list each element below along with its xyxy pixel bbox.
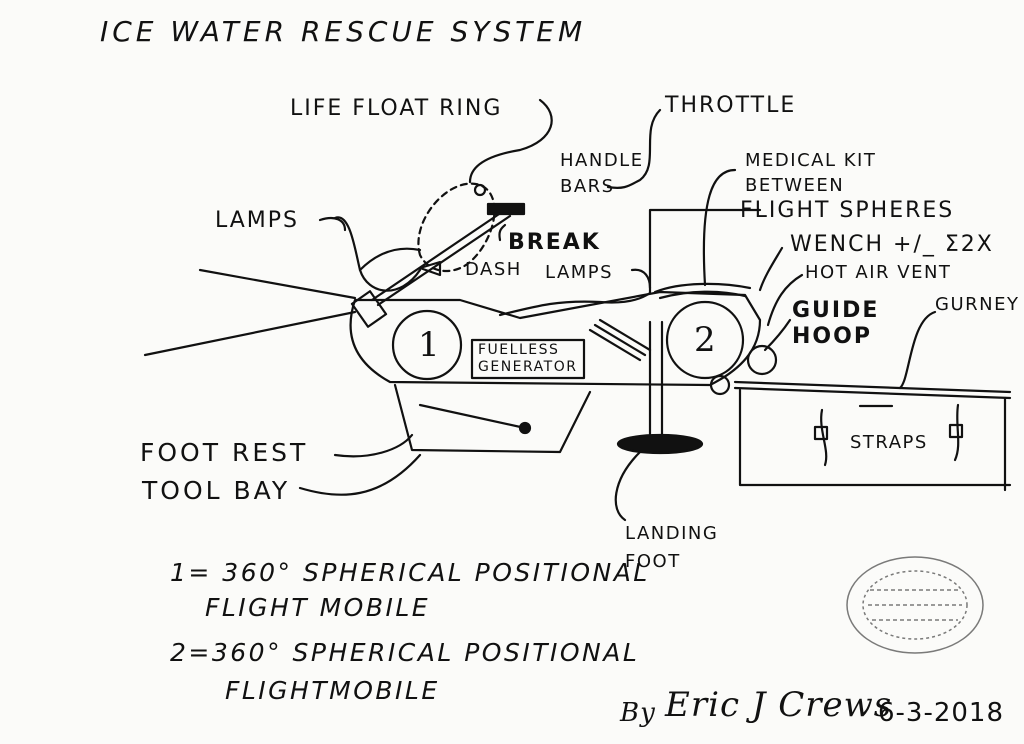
label-medical-kit-1: MEDICAL KIT xyxy=(745,150,877,171)
legend-line-1a: 1= 360° SPHERICAL POSITIONAL xyxy=(170,558,650,587)
dash xyxy=(418,260,442,277)
leader-hot-air xyxy=(766,273,804,327)
leader-break xyxy=(498,223,507,242)
label-lamps-rear: LAMPS xyxy=(545,262,614,283)
leader-wench xyxy=(758,246,784,292)
signature-name: Eric J Crews xyxy=(665,685,893,725)
landing-foot-pad xyxy=(616,433,704,455)
life-float-ring xyxy=(417,182,496,273)
leader-lamps-rear xyxy=(630,268,652,290)
gurney-rail xyxy=(733,380,1012,400)
label-wench: WENCH +/_ Σ2X xyxy=(790,232,994,257)
label-generator-1: FUELLESS xyxy=(478,342,560,358)
flight-sphere-2 xyxy=(665,300,745,380)
label-landing-foot-1: LANDING xyxy=(625,523,719,544)
legend-line-1b: FLIGHT MOBILE xyxy=(205,593,431,622)
strap-right xyxy=(953,403,960,462)
leader-lamps-front xyxy=(318,216,347,232)
label-guide-hoop-1: GUIDE xyxy=(792,298,880,323)
handle-bar-stem xyxy=(370,208,507,302)
leader-foot-rest xyxy=(333,433,414,458)
leader-gurney xyxy=(898,310,937,390)
label-gurney: GURNEY xyxy=(935,294,1020,315)
front-fairing xyxy=(333,216,422,292)
label-generator-2: GENERATOR xyxy=(478,359,578,375)
label-straps: STRAPS xyxy=(850,432,928,453)
legend-line-2a: 2=360° SPHERICAL POSITIONAL xyxy=(170,638,640,667)
leader-throttle xyxy=(606,108,662,189)
headlight-beam-top xyxy=(198,268,357,300)
label-tool-bay: TOOL BAY xyxy=(142,476,291,505)
label-foot-rest: FOOT REST xyxy=(140,438,309,467)
fuelless-generator-box xyxy=(470,338,586,380)
label-break: BREAK xyxy=(508,230,601,255)
leader-landing-foot xyxy=(614,450,642,522)
label-handle-bars-2: BARS xyxy=(560,176,615,197)
foot-rest-bar xyxy=(418,403,527,430)
tool-bay xyxy=(393,383,592,454)
flight-sphere-1 xyxy=(391,309,463,381)
leader-guide-hoop xyxy=(763,318,792,352)
leader-life-float xyxy=(468,98,553,184)
seat-padding xyxy=(498,291,652,317)
label-guide-hoop-2: HOOP xyxy=(792,324,872,349)
legend-line-2b: FLIGHTMOBILE xyxy=(225,676,440,705)
label-landing-foot-2: FOOT xyxy=(625,551,681,572)
landing-foot-strut xyxy=(648,320,664,442)
leader-tool-bay xyxy=(298,453,422,496)
hull-outline xyxy=(349,290,762,387)
guide-hoop xyxy=(746,344,778,376)
signature-date: 6-3-2018 xyxy=(878,698,1005,728)
signature-by: By xyxy=(620,698,656,728)
label-handle-bars-1: HANDLE xyxy=(560,150,644,171)
handle-grip xyxy=(486,202,526,216)
approval-stamp xyxy=(846,556,984,654)
label-life-float-ring: LIFE FLOAT RING xyxy=(290,96,503,121)
label-dash: DASH xyxy=(465,259,522,280)
label-medical-kit-3: FLIGHT SPHERES xyxy=(740,198,955,223)
strap-left xyxy=(820,408,828,467)
page-title: ICE WATER RESCUE SYSTEM xyxy=(100,15,587,48)
label-lamps-front: LAMPS xyxy=(215,208,300,233)
label-throttle: THROTTLE xyxy=(665,93,797,118)
label-medical-kit-2: BETWEEN xyxy=(745,175,845,196)
headlight-beam-bottom xyxy=(143,310,357,357)
label-sphere-1: 1 xyxy=(418,325,442,365)
diagonal-bar xyxy=(588,318,652,362)
label-hot-air-vent: HOT AIR VENT xyxy=(805,262,952,283)
label-sphere-2: 2 xyxy=(694,320,718,360)
leader-medical-kit xyxy=(702,168,737,287)
